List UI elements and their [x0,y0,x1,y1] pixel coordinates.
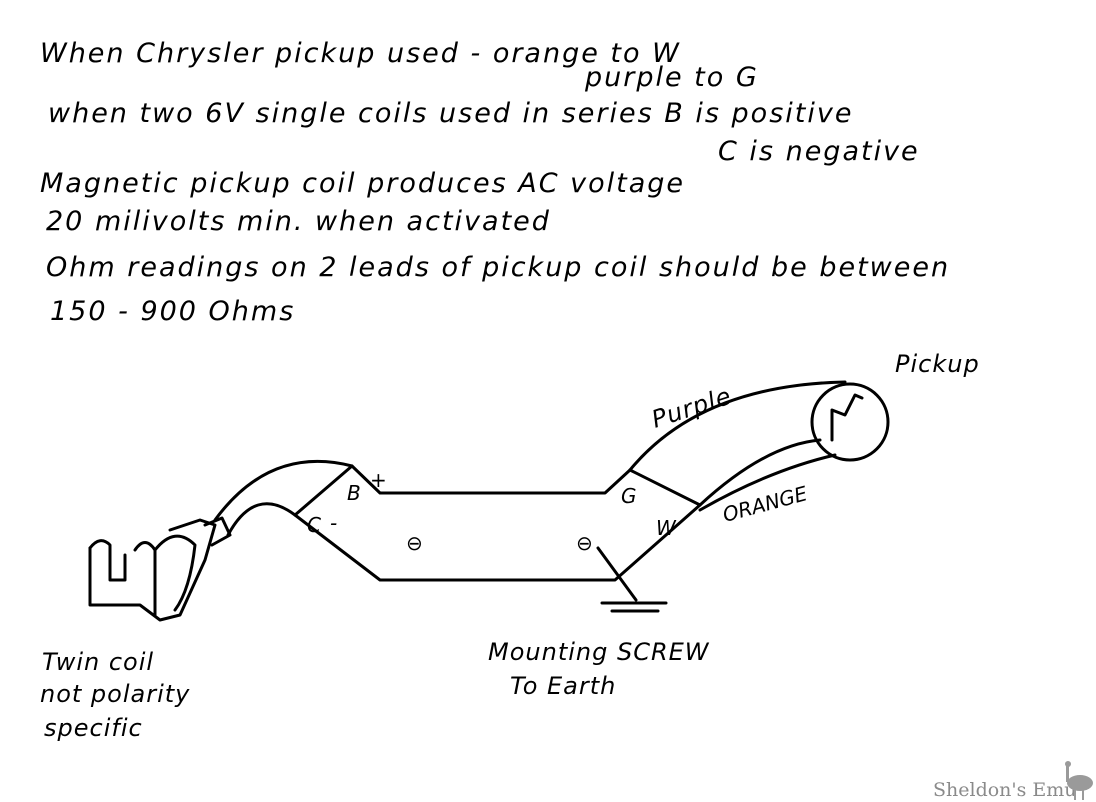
twin-coil-icon [88,516,232,622]
coil-cable-lower [226,502,297,537]
to-earth-label: To Earth [510,672,616,700]
terminal-b: B [347,481,361,505]
specific-label: specific [44,714,143,742]
ground-wire [596,546,638,602]
coil-cable-upper [213,459,354,522]
orange-label: ORANGE [720,481,810,527]
screw-icon-right: ⊖ [576,531,593,555]
terminal-c: C [307,513,321,537]
pickup-coil [810,382,890,462]
terminal-g: G [621,484,637,508]
mounting-screw-label: Mounting SCREW [488,638,710,666]
note-chrysler-orange: When Chrysler pickup used - orange to W [40,38,681,69]
note-ohm-readings: Ohm readings on 2 leads of pickup coil s… [46,252,950,283]
note-ac-voltage: Magnetic pickup coil produces AC voltage [40,168,685,199]
orange-wire [698,453,837,512]
pickup-zigzag-icon [830,393,864,442]
emu-logo-icon [1065,761,1093,800]
terminal-w: W [656,516,677,540]
watermark: Sheldon's Emu [933,779,1077,801]
plus-sign: + [370,468,387,492]
note-c-negative: C is negative [718,136,920,167]
screw-icon-left: ⊖ [406,531,423,555]
purple-label: Purple [648,382,735,434]
note-ohm-range: 150 - 900 Ohms [50,296,295,327]
pickup-cable-upper [628,380,847,472]
note-series-coils: when two 6V single coils used in series … [48,98,853,129]
note-purple-g: purple to G [584,62,759,93]
pickup-cable-lower [698,438,822,507]
pickup-label: Pickup [895,350,980,378]
twin-coil-label: Twin coil [42,648,154,676]
minus-sign: - [330,511,337,535]
not-polarity-label: not polarity [40,680,190,708]
note-millivolts: 20 milivolts min. when activated [46,206,551,237]
